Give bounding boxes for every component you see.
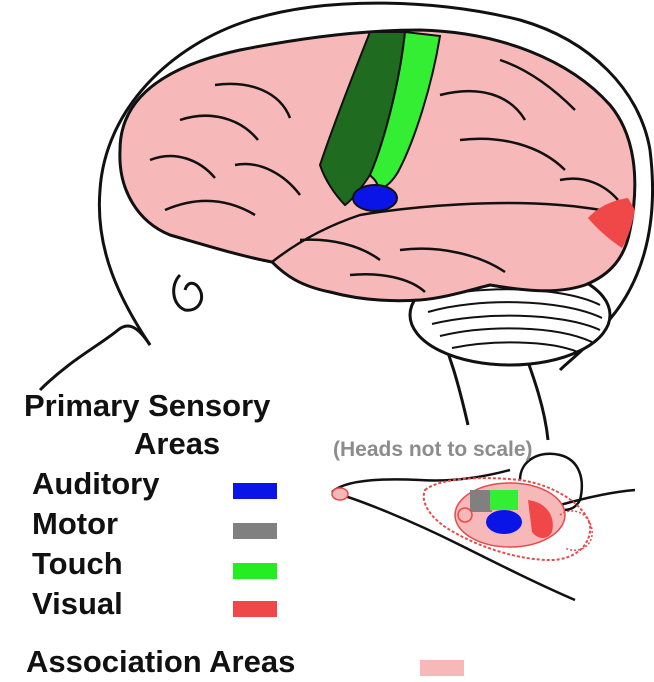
legend-label-motor: Motor: [32, 506, 118, 542]
legend-label-association: Association Areas: [26, 644, 295, 680]
rat-olfactory-bulb: [458, 508, 472, 522]
auditory-cortex: [353, 185, 397, 211]
legend-label-visual: Visual: [32, 586, 123, 622]
rat-motor-area: [470, 490, 492, 512]
rat-head: [332, 454, 635, 600]
legend-swatch-auditory: [233, 483, 277, 499]
human-ear: [174, 275, 202, 310]
scale-note: (Heads not to scale): [333, 438, 533, 462]
legend-swatch-motor: [233, 523, 277, 539]
legend-swatch-visual: [233, 601, 277, 617]
legend-swatch-association: [420, 660, 464, 676]
legend-label-touch: Touch: [32, 546, 123, 582]
legend-title-line1: Primary Sensory: [24, 388, 270, 424]
legend-title-line2: Areas: [134, 426, 220, 462]
rat-nose: [332, 488, 348, 500]
rat-auditory-area: [486, 510, 522, 534]
rat-touch-area: [490, 490, 518, 510]
rat-neck: [560, 490, 635, 505]
legend-label-auditory: Auditory: [32, 466, 159, 502]
legend-swatch-touch: [233, 563, 277, 579]
human-jaw-outline: [40, 326, 150, 390]
